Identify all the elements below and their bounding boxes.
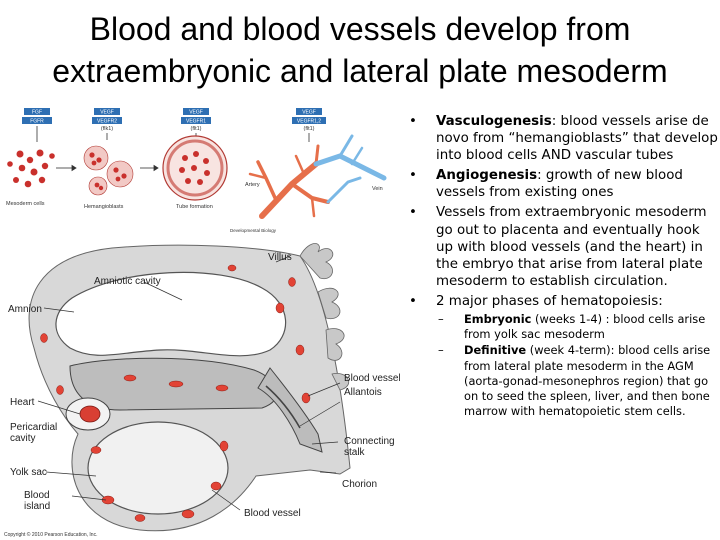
label-allantois: Allantois (344, 387, 382, 398)
receptor-bottom-label: VEGFR2 (97, 119, 117, 125)
yolk-sac-shape (87, 421, 229, 515)
leader-lines (37, 255, 341, 511)
label-amnion: Amnion (8, 304, 42, 315)
artery-tree (248, 144, 330, 219)
receptor-top-label: VEGF (100, 110, 114, 116)
bullet-list: Vasculogenesis: blood vessels arise de n… (406, 113, 718, 422)
caption-hemangioblasts: Hemangioblasts (84, 204, 124, 210)
bullet-text: : growth of new blood vessels from exist… (436, 168, 683, 201)
label-cavity: cavity (10, 433, 36, 444)
caption-vein: Vein (372, 186, 383, 192)
bullet-angiogenesis: Angiogenesis: growth of new blood vessel… (406, 167, 718, 201)
bullet-hematopoiesis-phases: 2 major phases of hematopoiesis: Embryon… (406, 293, 718, 420)
tube-formation (162, 135, 228, 201)
vasculogenesis-diagram: FGF FGFR VEGF VEGFR2 (flk1) VEGF VEGFR1 … (6, 108, 387, 233)
bullet-term: Angiogenesis (436, 168, 538, 184)
receptor-top-label: VEGF (189, 110, 203, 116)
villi (299, 243, 350, 391)
receptor-box-3: VEGF VEGFR1 (flt1) (181, 108, 211, 132)
receptor-bottom-label: FGFR (30, 119, 44, 125)
receptor-note: (flt1) (191, 126, 202, 132)
bullet-vasculogenesis: Vasculogenesis: blood vessels arise de n… (406, 113, 718, 164)
title-line-2: extraembryonic and lateral plate mesoder… (52, 53, 668, 89)
label-stalk: stalk (344, 447, 366, 458)
label-villus: Villus (268, 252, 292, 263)
receptor-box-4: VEGF VEGFR1,2 (flt1) (292, 108, 326, 132)
bullet-text: : blood vessels arise de novo from “hema… (436, 114, 718, 164)
sub-bullet-definitive: Definitive (week 4-term): blood cells ar… (436, 343, 718, 419)
label-chorion: Chorion (342, 479, 377, 490)
vein-tree (313, 134, 387, 204)
receptor-box-1: FGF FGFR (22, 108, 52, 125)
receptor-note: (flt1) (304, 126, 315, 132)
vasculogenesis-figure: FGF FGFR VEGF VEGFR2 (flk1) VEGF VEGFR1 … (0, 106, 400, 234)
bullet-text: Vessels from extraembryonic mesoderm go … (436, 205, 707, 289)
receptor-top-label: FGF (32, 110, 42, 116)
receptor-bottom-label: VEGFR1 (186, 119, 206, 125)
embryo-membranes-diagram: Amniotic cavity Villus Amnion Blood vess… (4, 243, 400, 538)
sub-bullet-embryonic: Embryonic (weeks 1-4) : blood cells aris… (436, 312, 718, 342)
label-blood-island-1: Blood (24, 490, 50, 501)
mesoderm-cells (7, 149, 55, 188)
hemangioblast-clusters (83, 145, 134, 196)
embryo-membranes-figure: Amniotic cavity Villus Amnion Blood vess… (0, 238, 400, 540)
receptor-note: (flk1) (101, 126, 113, 132)
figure-copyright: Copyright © 2010 Pearson Education, Inc. (4, 531, 97, 538)
sub-bullet-text: (weeks 1-4) : blood cells arise from yol… (464, 312, 706, 342)
sub-bullet-text: (week 4-term): blood cells arise from la… (464, 343, 711, 419)
title-line-1: Blood and blood vessels develop from (89, 11, 631, 47)
receptor-top-label: VEGF (302, 110, 316, 116)
sub-bullet-term: Embryonic (464, 312, 532, 327)
figure-credit: Developmental Biology (230, 228, 277, 233)
label-pericardial: Pericardial (10, 422, 57, 433)
label-amniotic-cavity: Amniotic cavity (94, 276, 161, 287)
caption-mesoderm: Mesoderm cells (6, 201, 45, 207)
allantois-duct (265, 385, 301, 429)
caption-tube-formation: Tube formation (176, 204, 213, 210)
heart-shape (79, 405, 101, 423)
bullet-term: Vasculogenesis (436, 114, 552, 129)
sub-bullet-list: Embryonic (weeks 1-4) : blood cells aris… (436, 312, 718, 419)
sub-bullet-term: Definitive (464, 343, 527, 358)
bullet-text: 2 major phases of hematopoiesis: (436, 293, 663, 309)
caption-artery: Artery (245, 182, 260, 188)
label-connecting: Connecting (344, 436, 395, 447)
connecting-stalk (257, 367, 323, 453)
receptor-box-2: VEGF VEGFR2 (flk1) (92, 108, 122, 132)
blood-islands (40, 264, 311, 522)
amniotic-cavity (55, 271, 287, 357)
slide-title: Blood and blood vessels develop from ext… (0, 8, 720, 92)
bullet-extraembryonic-vessels: Vessels from extraembryonic mesoderm go … (406, 204, 718, 289)
receptor-bottom-label: VEGFR1,2 (297, 119, 321, 125)
label-yolk-sac: Yolk sac (10, 467, 47, 478)
label-blood-vessel: Blood vessel (244, 508, 301, 519)
label-blood-vessels: Blood vessels (344, 373, 400, 384)
label-heart: Heart (10, 397, 35, 408)
label-blood-island-2: island (24, 501, 50, 512)
